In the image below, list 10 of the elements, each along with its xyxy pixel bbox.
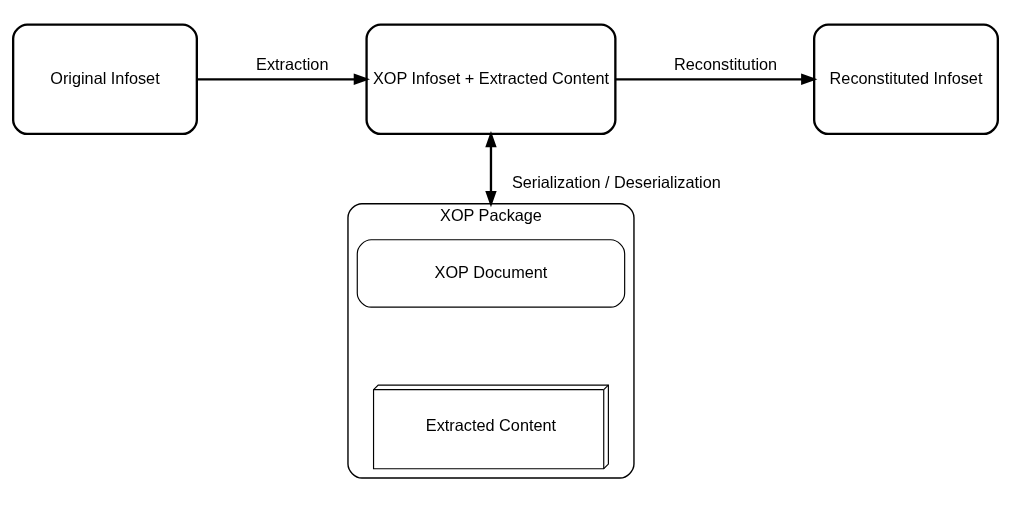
edge-label: Reconstitution (674, 54, 778, 73)
arrow (485, 130, 497, 208)
node-box: XOP Document (356, 239, 626, 308)
edge-label: Extraction (256, 54, 329, 73)
edge-label: Serialization / Deserialization (511, 173, 721, 192)
node-box: Reconstituted Infoset (813, 23, 999, 136)
arrow (196, 73, 371, 85)
arrow (615, 73, 818, 85)
node-box: XOP Infoset + Extracted Content (365, 23, 617, 136)
node-box: Original Infoset (12, 23, 198, 136)
